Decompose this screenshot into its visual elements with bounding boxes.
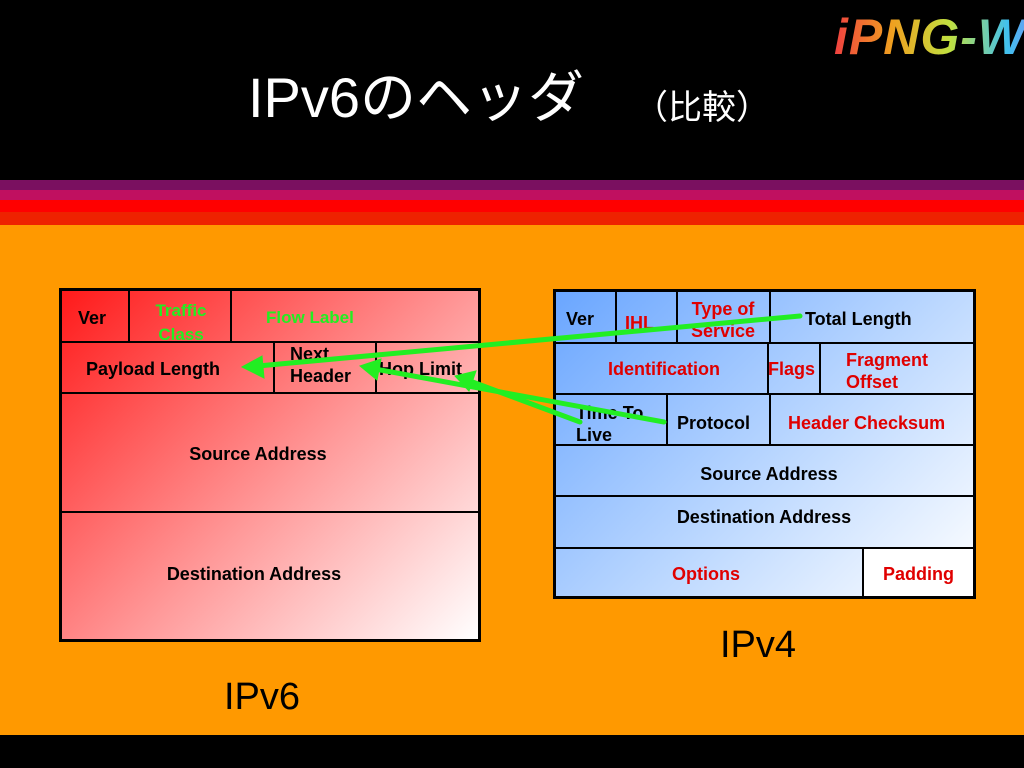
ipv4-total-length-field: Total Length (805, 309, 912, 329)
slide-subtitle: （比較） (634, 89, 770, 127)
ipv6-header-table: Ver Traffic Class Flow Label Payload Len… (59, 288, 481, 642)
ipv4-source-address-field: Source Address (700, 464, 838, 484)
ipv4-destination-address-field: Destination Address (676, 507, 852, 527)
ipv6-flow-label-field: Flow Label (266, 308, 354, 327)
bottom-bar (0, 735, 1024, 768)
arrowhead-next-header (358, 358, 382, 381)
slide-title: IPv6のヘッダ (248, 66, 585, 129)
ipv4-flags-field: Flags (768, 359, 816, 379)
ipv4-padding-field: Padding (883, 564, 954, 584)
arrow-total-length-to-payload-length (255, 313, 803, 369)
stripe-orange-red (0, 212, 1024, 225)
arrowhead-payload-length (240, 355, 265, 379)
arrowhead-hop-limit (454, 370, 477, 392)
ipv4-options-field: Options (672, 564, 740, 584)
ipv4-identification-field: Identification (608, 359, 720, 379)
ipv4-ver-field: Ver (566, 309, 595, 329)
ipv6-traffic-class-field: Traffic Class (155, 301, 207, 344)
ipv4-header-checksum-field: Header Checksum (788, 413, 946, 433)
ipv6-destination-address-field: Destination Address (166, 564, 342, 584)
stripe-purple (0, 180, 1024, 190)
arrow-ttl-to-hop-limit (467, 378, 583, 425)
stripe-magenta (0, 190, 1024, 200)
ipv4-label: IPv4 (720, 624, 797, 666)
ipv6-payload-length-field: Payload Length (86, 359, 221, 379)
ipv6-label: IPv6 (224, 676, 301, 718)
ipv4-protocol-field: Protocol (677, 413, 751, 433)
ipv6-ver-field: Ver (78, 308, 107, 328)
arrow-protocol-to-next-header (372, 366, 667, 425)
ipv6-source-address-field: Source Address (189, 444, 327, 464)
ipng-wg-logo: iPNG-WG (834, 8, 1024, 66)
stripe-red (0, 200, 1024, 212)
ipv4-header-table: Ver IHL Type of Service Total Length Ide… (553, 289, 976, 599)
ipv4-fragment-offset-field: Fragment Offset (846, 350, 929, 392)
